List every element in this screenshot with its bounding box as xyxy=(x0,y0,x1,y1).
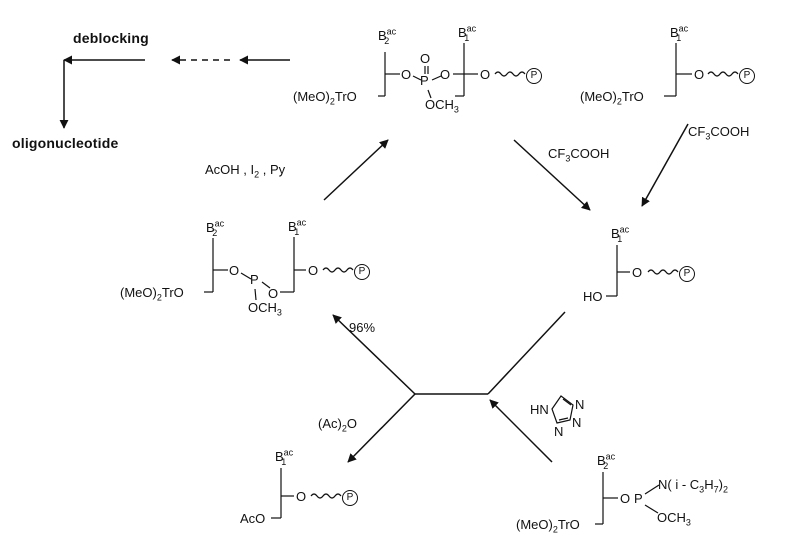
base-label-b1-top: Bac1 xyxy=(458,23,477,43)
base-label-b2-top: Bac2 xyxy=(378,26,397,46)
dmt-label-a: (MeO)2TrO xyxy=(293,89,357,107)
oxygen-label-e: O xyxy=(296,489,307,504)
oxygen-label-c3: O xyxy=(308,263,319,278)
base-label-b1-top-right: Bac1 xyxy=(670,23,689,43)
base-label-b2-bottom-right: Bac2 xyxy=(597,451,616,471)
oxygen-label-a2: O xyxy=(420,51,431,66)
oxidation-reagent-label: AcOH , I2 , Py xyxy=(205,162,286,180)
tetrazole-structure xyxy=(551,395,574,424)
phosphorus-label-a: P xyxy=(420,73,429,88)
methoxy-label-c: OCH3 xyxy=(248,300,282,318)
arrow-coupling-product xyxy=(332,314,416,395)
arrow-phosphoramidite xyxy=(489,399,553,463)
structure-monomer-top-right xyxy=(664,43,739,97)
structure-phosphoramidite-bottom-right xyxy=(595,472,618,525)
base-label-b2-left: Bac2 xyxy=(206,218,225,238)
support-label-a: P xyxy=(526,67,542,84)
support-label-b: P xyxy=(739,67,755,84)
tetrazole-n-label-3: N xyxy=(554,424,564,439)
dmt-label-f: (MeO)2TrO xyxy=(516,517,580,535)
structure-hydroxyl-right xyxy=(606,245,679,297)
oxygen-label-a4: O xyxy=(480,67,491,82)
arrow-oxidation xyxy=(323,139,389,201)
yield-label: 96% xyxy=(349,320,376,335)
coupling-line-from-hydroxyl xyxy=(487,311,566,395)
amine-label-f: N( i - C3H7)2 xyxy=(658,477,728,495)
arrow-acid-detritylation-1 xyxy=(513,139,591,211)
base-label-b1-left: Bac1 xyxy=(288,217,307,237)
tetrazole-nh-label: HN xyxy=(530,402,549,417)
hydroxyl-label-d: HO xyxy=(583,289,603,304)
arrow-acid-detritylation-2 xyxy=(641,123,689,207)
acid-reagent-label-1: CF3COOH xyxy=(548,146,610,164)
deblocking-label: deblocking xyxy=(73,30,149,46)
methoxy-label-a: OCH3 xyxy=(425,97,459,115)
dmt-label-c: (MeO)2TrO xyxy=(120,285,184,303)
base-label-b1-bottom-left: Bac1 xyxy=(275,447,294,467)
oxygen-label-d: O xyxy=(632,265,643,280)
oxygen-label-f: O xyxy=(620,491,631,506)
capping-reagent-label: (Ac)2O xyxy=(318,416,357,434)
oxygen-label-c1: O xyxy=(229,263,240,278)
structure-capped-bottom-left xyxy=(271,468,342,519)
acetyl-label-e: AcO xyxy=(240,511,266,526)
methoxy-label-f: OCH3 xyxy=(657,510,691,528)
structure-phosphite-left xyxy=(204,237,354,293)
acid-reagent-label-2: CF3COOH xyxy=(688,124,750,142)
structure-dinucleotide-phosphate-top xyxy=(378,43,526,97)
oxygen-label-a3: O xyxy=(440,67,451,82)
oxygen-label-c2: O xyxy=(268,286,279,301)
oxygen-label-b: O xyxy=(694,67,705,82)
base-label-b1-right: Bac1 xyxy=(611,224,630,244)
support-label-d: P xyxy=(679,265,695,282)
tetrazole-n-label-1: N xyxy=(575,397,585,412)
arrow-capping xyxy=(347,393,416,463)
support-label-c: P xyxy=(354,263,370,280)
oligonucleotide-label: oligonucleotide xyxy=(12,135,119,151)
phosphorus-label-f: P xyxy=(634,491,643,506)
tetrazole-n-label-2: N xyxy=(572,415,582,430)
support-label-e: P xyxy=(342,489,358,506)
phosphorus-label-c: P xyxy=(250,272,259,287)
oxygen-label-a1: O xyxy=(401,67,412,82)
dmt-label-b: (MeO)2TrO xyxy=(580,89,644,107)
